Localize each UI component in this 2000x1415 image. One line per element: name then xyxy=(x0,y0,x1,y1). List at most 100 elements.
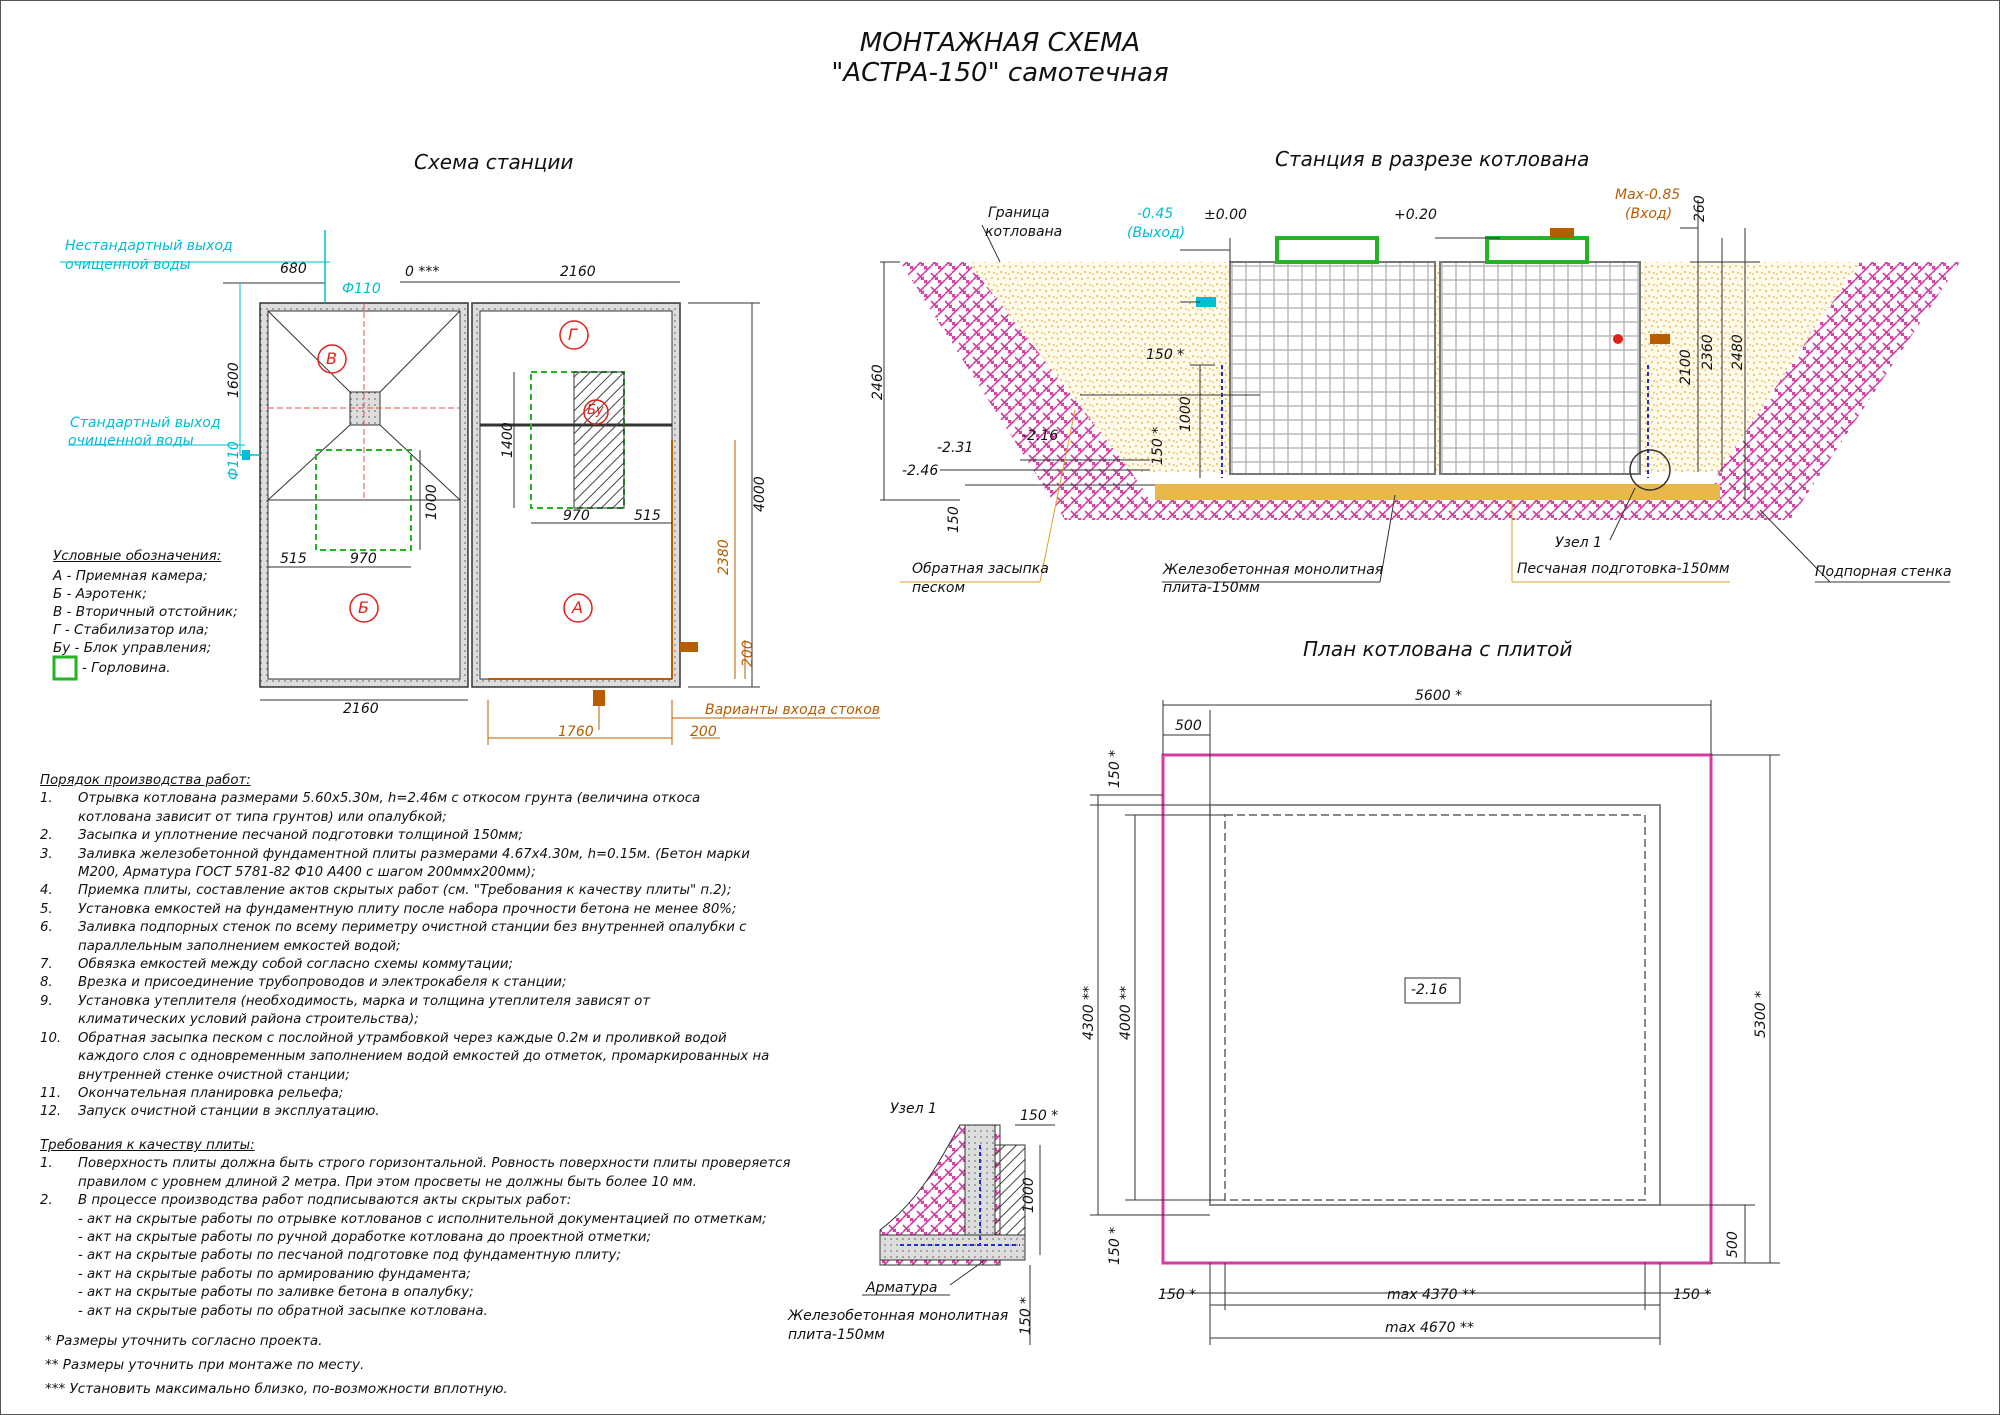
station-scheme xyxy=(52,230,880,745)
works-item-number: 3. xyxy=(40,846,53,862)
sand-bed: Песчаная подготовка-150мм xyxy=(1517,561,1730,577)
quality-item-number xyxy=(40,1174,78,1192)
node1-detail xyxy=(862,1124,1055,1345)
quality-list: Требования к качеству плиты: 1. Поверхнос… xyxy=(40,1137,790,1321)
rebar-label: Арматура xyxy=(866,1280,938,1296)
footnote: * Размеры уточнить согласно проекта. xyxy=(45,1333,323,1349)
legend-item: Г - Стабилизатор ила; xyxy=(53,622,209,638)
works-item-text: Запуск очистной станции в эксплуатацию. xyxy=(78,1104,380,1120)
quality-item-number xyxy=(40,1266,78,1284)
dim-970-right: 970 xyxy=(563,508,590,524)
works-item-number: 10. xyxy=(40,1030,62,1046)
zone-V: В xyxy=(326,349,337,368)
quality-item-text: - акт на скрытые работы по ручной дорабо… xyxy=(78,1230,651,1246)
works-item-number: 4. xyxy=(40,883,53,899)
plan-dim-150-bottom-l: 150 * xyxy=(1158,1287,1197,1303)
quality-item-text: - акт на скрытые работы по песчаной подг… xyxy=(78,1248,621,1264)
pit-border-line2: котлована xyxy=(985,224,1063,240)
works-item-line: климатических условий района строительст… xyxy=(40,1011,769,1029)
pit-plan xyxy=(1090,700,1780,1345)
dim-515-left: 515 xyxy=(280,551,307,567)
plan-dim-150-tl: 150 * xyxy=(1107,749,1123,788)
quality-item-text: - акт на скрытые работы по армированию ф… xyxy=(78,1266,471,1282)
works-item-line: каждого слоя с одновременным заполнением… xyxy=(40,1048,769,1066)
works-item-line: 4. Приемка плиты, составление актов скрыт… xyxy=(40,882,769,900)
works-item-text: Приемка плиты, составление актов скрытых… xyxy=(78,883,732,899)
works-item-text: Отрывка котлована размерами 5.60х5.30м, … xyxy=(78,791,701,807)
plan-dim-4300: 4300 ** xyxy=(1081,985,1097,1040)
quality-item-number xyxy=(40,1247,78,1265)
works-item-text: Обратная засыпка песком с послойной утра… xyxy=(78,1030,727,1046)
works-item-number xyxy=(40,1011,78,1029)
legend-item: А - Приемная камера; xyxy=(53,568,208,584)
works-item-number: 2. xyxy=(40,828,53,844)
zone-B: Б xyxy=(358,598,369,617)
dim-2380: 2380 xyxy=(716,539,732,575)
quality-item-line: - акт на скрытые работы по обратной засы… xyxy=(40,1303,790,1321)
quality-item-text: - акт на скрытые работы по отрывке котло… xyxy=(78,1211,767,1227)
dim-150b: 150 * xyxy=(1150,426,1166,465)
dim-260: 260 xyxy=(1692,195,1708,222)
inlet-variants: Варианты входа стоков xyxy=(705,702,881,718)
works-item-line: 2.Засыпка и уплотнение песчаной подготов… xyxy=(40,827,769,845)
quality-item-line: - акт на скрытые работы по отрывке котло… xyxy=(40,1211,790,1229)
works-item-text: внутренней стенке очистной станции; xyxy=(78,1067,350,1083)
std-out-line2: очищенной воды xyxy=(68,433,194,449)
works-item-number xyxy=(40,938,78,956)
dim-1600: 1600 xyxy=(226,362,242,398)
dim-2360: 2360 xyxy=(1700,334,1716,370)
retaining-wall: Подпорная стенка xyxy=(1815,564,1952,580)
works-item-line: котлована зависит от типа грунтов) или о… xyxy=(40,809,769,827)
dim-515-right: 515 xyxy=(634,508,661,524)
quality-item-text: Поверхность плиты должна быть строго гор… xyxy=(78,1156,791,1172)
works-item-number xyxy=(40,1067,78,1085)
works-list: Порядок производства работ: 1.Отрывка ко… xyxy=(40,772,769,1122)
quality-item-line: - акт на скрытые работы по ручной дорабо… xyxy=(40,1229,790,1247)
quality-item-number xyxy=(40,1284,78,1302)
quality-item-number: 1. xyxy=(40,1156,53,1172)
works-item-number: 9. xyxy=(40,993,53,1009)
footnote: ** Размеры уточнить при монтаже по месту… xyxy=(45,1357,365,1373)
dim-2460: 2460 xyxy=(870,364,886,400)
works-header: Порядок производства работ: xyxy=(40,773,251,788)
zone-A: А xyxy=(572,598,583,617)
dim-200-v: 200 xyxy=(740,640,756,667)
works-item-line: 9.Установка утеплителя (необходимость, м… xyxy=(40,993,769,1011)
works-item-text: Врезка и присоединение трубопроводов и э… xyxy=(78,975,567,991)
quality-header: Требования к качеству плиты: xyxy=(40,1138,255,1153)
lvl-216: -2.16 xyxy=(1022,428,1059,444)
quality-item-text: - акт на скрытые работы по обратной засы… xyxy=(78,1303,488,1319)
out-label: (Выход) xyxy=(1127,225,1186,241)
plan-dim-150-bottom-r: 150 * xyxy=(1673,1287,1712,1303)
d110-left: Ф110 xyxy=(226,441,242,480)
node-dim-150-top: 150 * xyxy=(1020,1108,1059,1124)
dim-150c: 150 xyxy=(946,506,962,533)
works-item-number xyxy=(40,864,78,882)
works-item-text: каждого слоя с одновременным заполнением… xyxy=(78,1049,770,1065)
pit-plan-title: План котлована с плитой xyxy=(1303,637,1573,661)
node-slab-line1: Железобетонная монолитная xyxy=(788,1308,1009,1324)
plan-dim-150-bl: 150 * xyxy=(1107,1226,1123,1265)
quality-item-number xyxy=(40,1229,78,1247)
works-item-number: 5. xyxy=(40,901,53,917)
dim-1000: 1000 xyxy=(1178,396,1194,432)
dim-4000: 4000 xyxy=(752,476,768,512)
plan-dim-5600: 5600 * xyxy=(1415,688,1463,704)
works-item-line: 8.Врезка и присоединение трубопроводов и… xyxy=(40,974,769,992)
dim-1760: 1760 xyxy=(558,724,594,740)
slab-line1: Железобетонная монолитная xyxy=(1163,562,1384,578)
dim-970-left: 970 xyxy=(350,551,377,567)
works-item-text: котлована зависит от типа грунтов) или о… xyxy=(78,809,447,825)
dim-2480: 2480 xyxy=(1730,334,1746,370)
quality-item-text: правилом с уровнем длиной 2 метра. При э… xyxy=(78,1174,697,1190)
works-item-line: 10. Обратная засыпка песком с послойной у… xyxy=(40,1030,769,1048)
dim-1000: 1000 xyxy=(424,484,440,520)
title-line2: "АСТРА-150" самотечная xyxy=(831,58,1169,88)
quality-item-number xyxy=(40,1303,78,1321)
works-item-line: М200, Арматура ГОСТ 5781-82 Ф10 А400 с ш… xyxy=(40,864,769,882)
node-dim-1000: 1000 xyxy=(1021,1177,1037,1213)
section-view-title: Станция в разрезе котлована xyxy=(1275,147,1590,171)
quality-item-line: правилом с уровнем длиной 2 метра. При э… xyxy=(40,1174,790,1192)
std-out-line1: Стандартный выход xyxy=(70,415,221,431)
plus020-level: +0.20 xyxy=(1394,207,1437,223)
